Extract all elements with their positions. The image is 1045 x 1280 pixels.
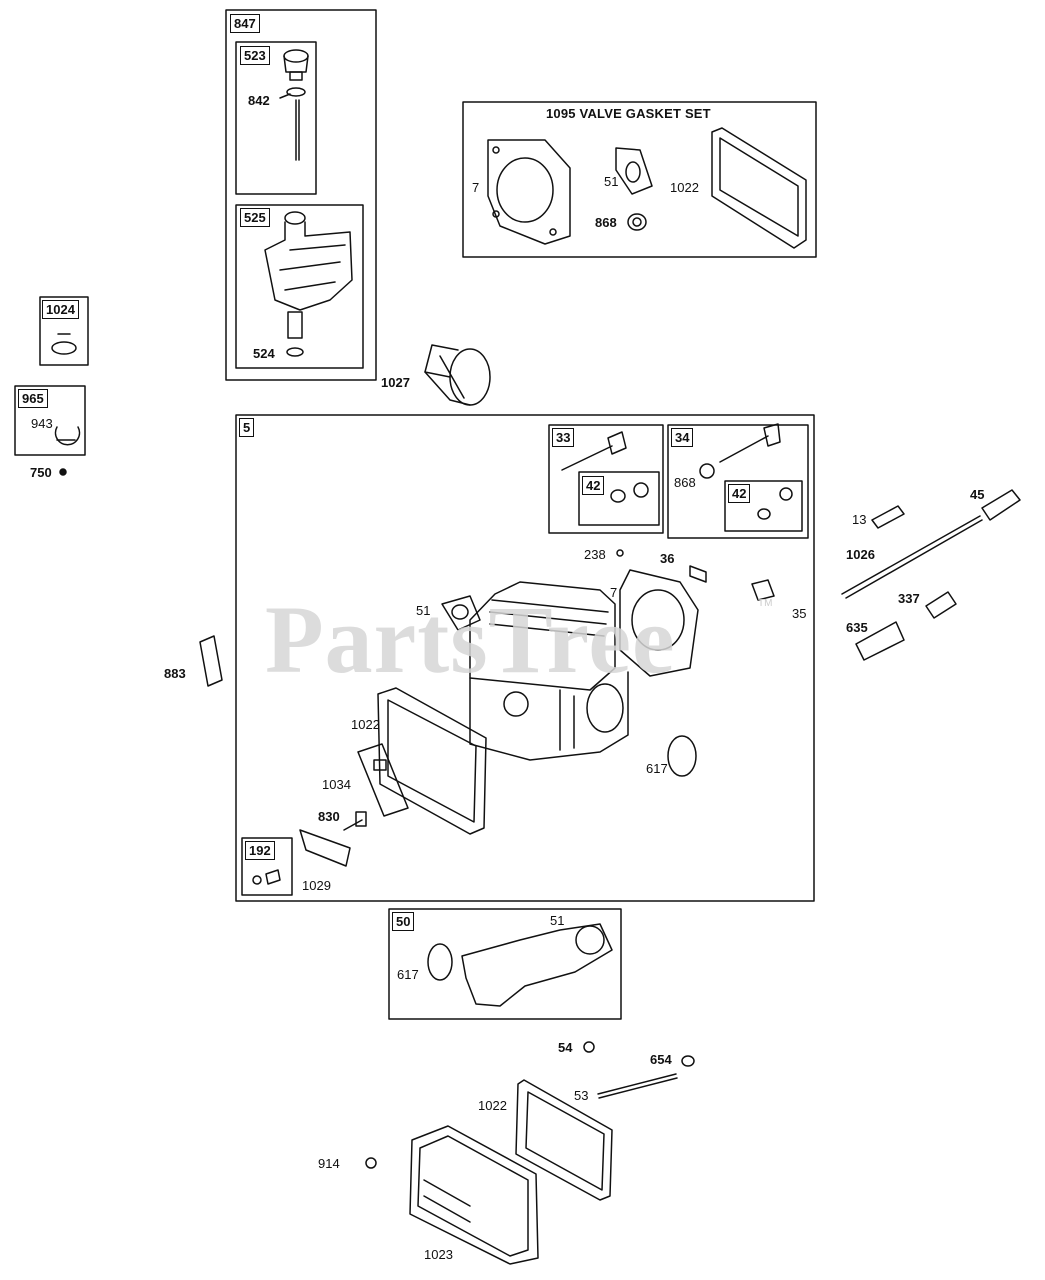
watermark: PartsTree [265, 586, 676, 693]
frame-965 [14, 385, 86, 456]
frame-valve-gasket-set [462, 101, 817, 258]
box-label-42-b: 42 [728, 484, 751, 503]
callout-1027: 1027 [381, 375, 410, 390]
callout-1022-a: 1022 [670, 180, 699, 195]
box-label-192: 192 [245, 841, 275, 860]
stud-53 [597, 1073, 678, 1099]
callout-1023: 1023 [424, 1247, 453, 1262]
gasket-51 [615, 147, 653, 195]
valve-gasket-set-title: 1095 VALVE GASKET SET [546, 106, 711, 121]
frame-5 [235, 414, 815, 902]
callout-617-a: 617 [646, 761, 668, 776]
callout-617-b: 617 [397, 967, 419, 982]
callout-53: 53 [574, 1088, 589, 1103]
callout-7-b: 7 [610, 585, 618, 600]
ring-617b [427, 943, 453, 981]
part-635 [855, 621, 905, 661]
head-gasket-7 [487, 139, 571, 245]
rod-1026 [841, 515, 983, 599]
screw-54 [583, 1041, 595, 1053]
callout-238: 238 [584, 547, 606, 562]
callout-1026: 1026 [846, 547, 875, 562]
callout-654: 654 [650, 1052, 672, 1067]
callout-750: 750 [30, 465, 52, 480]
part-192 [252, 869, 281, 885]
sensor-337 [925, 591, 957, 619]
callout-868-b: 868 [674, 475, 696, 490]
callout-1022-c: 1022 [478, 1098, 507, 1113]
valve-34 [699, 423, 793, 520]
box-label-523: 523 [240, 46, 270, 65]
nut-654 [681, 1055, 695, 1067]
callout-1034: 1034 [322, 777, 351, 792]
part-750 [59, 468, 67, 476]
box-label-1024: 1024 [42, 300, 79, 319]
oil-fill-tube-part [264, 211, 353, 357]
callout-943: 943 [31, 416, 53, 431]
callout-524: 524 [253, 346, 275, 361]
box-label-5: 5 [239, 418, 255, 437]
gasket-51b [441, 595, 481, 631]
box-label-33: 33 [552, 428, 575, 447]
frame-847 [225, 9, 377, 381]
box-label-34: 34 [671, 428, 694, 447]
callout-35: 35 [792, 606, 807, 621]
part-45 [981, 489, 1021, 521]
plate-1034 [357, 743, 409, 817]
callout-1029: 1029 [302, 878, 331, 893]
dipstick-part [279, 49, 309, 161]
screw-914 [365, 1157, 377, 1169]
box-label-50: 50 [392, 912, 415, 931]
callout-51-a: 51 [604, 174, 619, 189]
oil-filter-1027 [424, 344, 491, 406]
part-943 [54, 426, 81, 446]
part-1029 [299, 829, 351, 867]
bolt-830 [343, 811, 367, 831]
valve-cover-1023 [409, 1125, 539, 1265]
box-label-965: 965 [18, 389, 48, 408]
watermark-tm: TM [758, 598, 773, 609]
intake-manifold [461, 923, 613, 1007]
gasket-1022b [377, 687, 487, 835]
frame-50 [388, 908, 622, 1020]
callout-13: 13 [852, 512, 867, 527]
callout-45: 45 [970, 487, 985, 502]
box-label-42-a: 42 [582, 476, 605, 495]
callout-830: 830 [318, 809, 340, 824]
callout-1022-b: 1022 [351, 717, 380, 732]
box-label-847: 847 [230, 14, 260, 33]
callout-36: 36 [660, 551, 675, 566]
frame-1024 [39, 296, 89, 366]
cylinder-head [469, 581, 629, 761]
box-label-525: 525 [240, 208, 270, 227]
valve-33 [561, 431, 649, 503]
callout-635: 635 [846, 620, 868, 635]
callout-842: 842 [248, 93, 270, 108]
callout-51-c: 51 [550, 913, 565, 928]
part-883 [199, 635, 223, 687]
seal-868 [627, 213, 647, 231]
head-gasket-7b [619, 569, 699, 677]
small-parts-238-36 [616, 549, 707, 583]
gasket-1022c [515, 1079, 613, 1201]
ring-617a [667, 735, 697, 777]
part-35 [751, 579, 775, 601]
callout-54: 54 [558, 1040, 573, 1055]
callout-868-a: 868 [595, 215, 617, 230]
callout-337: 337 [898, 591, 920, 606]
bolt-13 [871, 505, 905, 529]
callout-914: 914 [318, 1156, 340, 1171]
cover-gasket-1022 [711, 127, 807, 249]
part-1024 [51, 333, 77, 355]
callout-883: 883 [164, 666, 186, 681]
callout-51-b: 51 [416, 603, 431, 618]
callout-7-a: 7 [472, 180, 480, 195]
